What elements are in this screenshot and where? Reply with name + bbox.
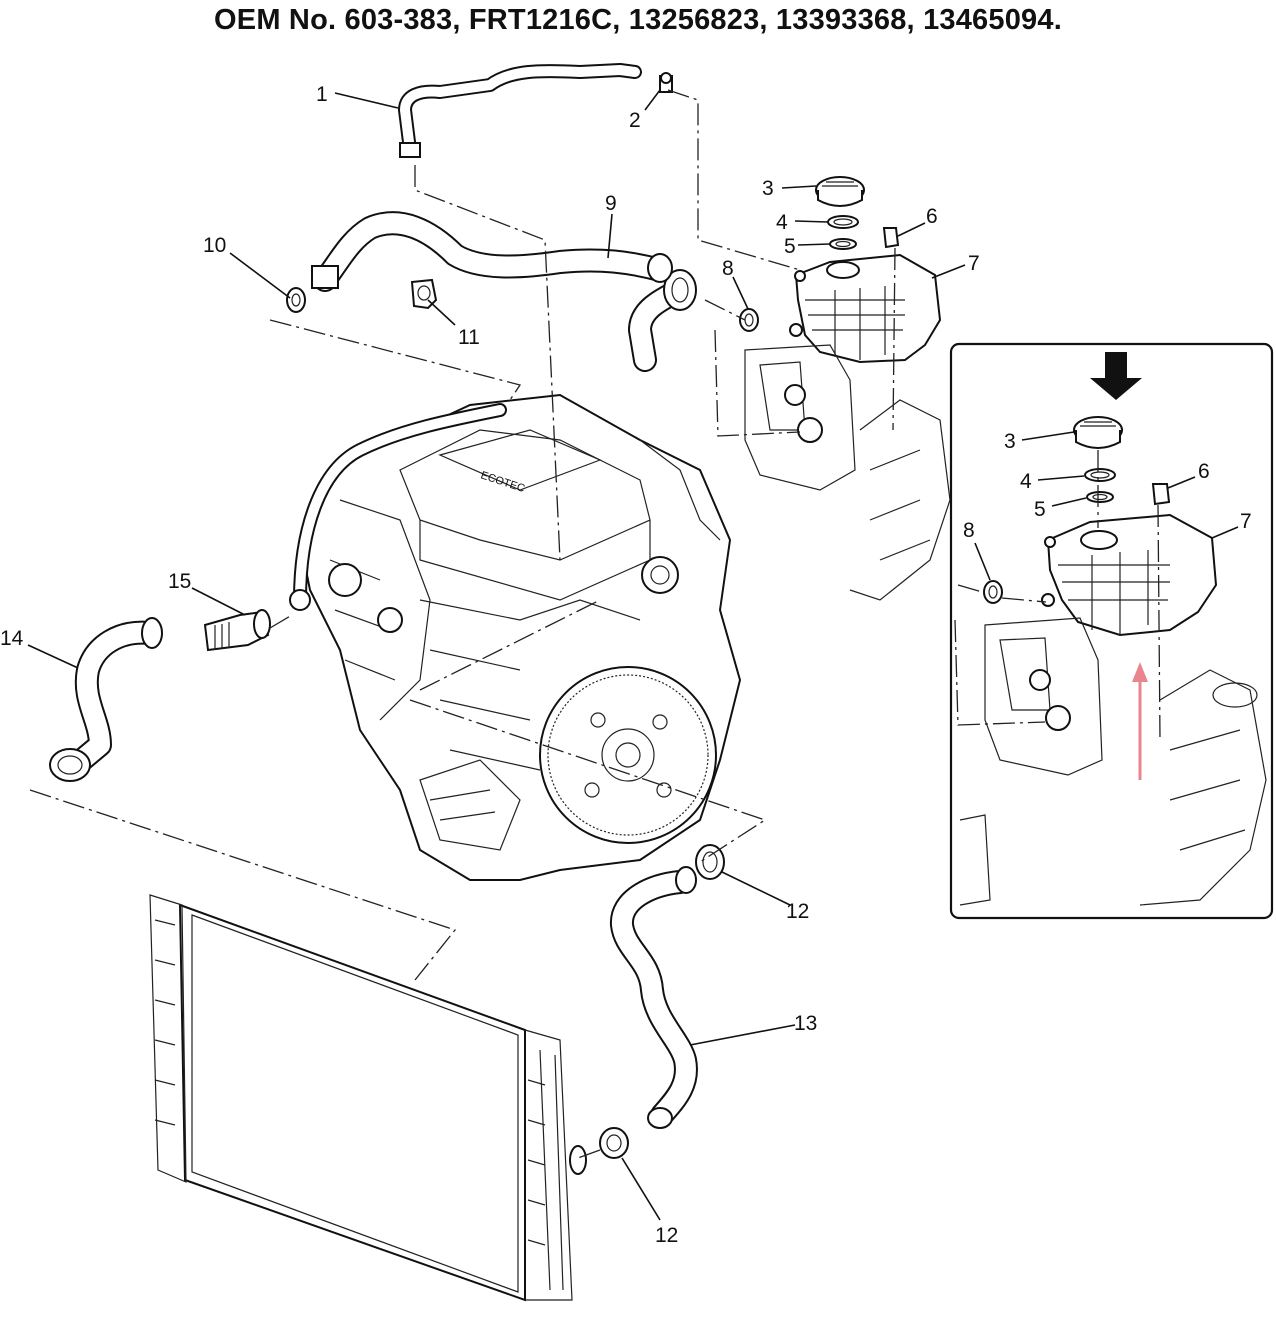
callout-12-lower: 12 bbox=[655, 1224, 678, 1247]
part-10-clamp bbox=[286, 287, 306, 313]
part-15-connector bbox=[203, 609, 271, 652]
callout-10: 10 bbox=[203, 234, 226, 257]
assembly-lines bbox=[29, 89, 896, 1159]
part-12-clamp-upper bbox=[695, 844, 725, 880]
callout-11: 11 bbox=[458, 326, 480, 349]
part-4-seal bbox=[827, 215, 859, 229]
part-2-clamp bbox=[659, 72, 673, 93]
page-title: OEM No. 603-383, FRT1216C, 13256823, 133… bbox=[214, 4, 1062, 36]
inset-callout-8: 8 bbox=[963, 519, 975, 542]
callout-1: 1 bbox=[316, 83, 328, 106]
part-3-cap bbox=[815, 176, 865, 207]
radiator bbox=[149, 894, 587, 1302]
down-arrow-icon bbox=[1090, 352, 1142, 400]
callout-2: 2 bbox=[629, 109, 641, 132]
engine-assembly: ECOTEC bbox=[289, 393, 742, 881]
highlight-arrow-head-icon bbox=[1132, 662, 1148, 682]
callout-9: 9 bbox=[605, 192, 617, 215]
part-13-hose bbox=[610, 866, 698, 1129]
callout-5: 5 bbox=[784, 235, 796, 258]
inset-callout-4: 4 bbox=[1020, 470, 1032, 493]
callout-8: 8 bbox=[722, 257, 734, 280]
part-14-hose bbox=[49, 617, 163, 782]
inset-callout-3: 3 bbox=[1004, 430, 1016, 453]
callout-labels: 1 2 3 4 5 6 7 8 9 10 11 12 13 12 14 15 bbox=[0, 83, 980, 1247]
callout-15: 15 bbox=[168, 570, 191, 593]
part-9-hose bbox=[311, 211, 697, 372]
callout-3: 3 bbox=[762, 177, 774, 200]
part-8-clamp bbox=[739, 308, 759, 332]
inset-detail: 3 4 5 6 7 8 bbox=[949, 342, 1274, 920]
part-7-surge-tank bbox=[789, 253, 942, 364]
callout-4: 4 bbox=[776, 211, 788, 234]
part-12-clamp-lower bbox=[599, 1127, 629, 1159]
callout-6: 6 bbox=[926, 205, 938, 228]
inset-callout-5: 5 bbox=[1034, 498, 1046, 521]
part-5-seal bbox=[829, 238, 857, 250]
part-1-hose bbox=[398, 63, 642, 158]
leader-lines bbox=[27, 89, 966, 1221]
callout-13: 13 bbox=[794, 1012, 817, 1035]
callout-14: 14 bbox=[0, 627, 24, 650]
callout-12-upper: 12 bbox=[786, 900, 809, 923]
part-6-sensor bbox=[882, 227, 900, 249]
callout-7: 7 bbox=[968, 252, 980, 275]
body-structure bbox=[744, 344, 951, 601]
inset-callout-6: 6 bbox=[1198, 460, 1210, 483]
inset-callout-7: 7 bbox=[1240, 510, 1252, 533]
